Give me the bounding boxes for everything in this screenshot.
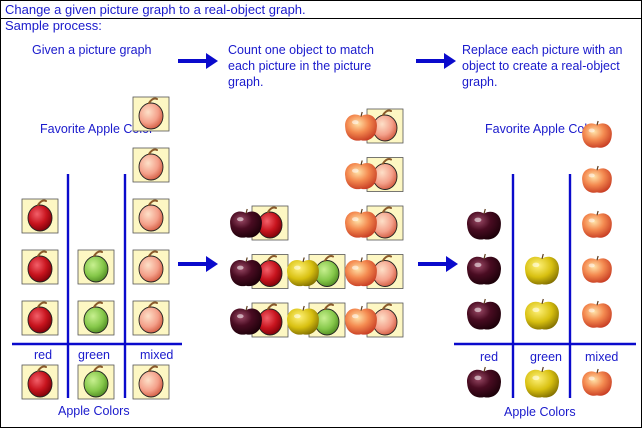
right-mixed-apple-2 bbox=[582, 255, 612, 283]
middle-mixed-apple-2 bbox=[345, 257, 377, 287]
left-graph-xlabel: Apple Colors bbox=[58, 404, 130, 418]
left-mixed-picture-3 bbox=[132, 198, 170, 234]
middle-green-apple-2 bbox=[287, 257, 319, 287]
step-1-text: Given a picture graph bbox=[32, 43, 152, 57]
middle-red-apple-1 bbox=[230, 305, 262, 335]
left-category-green: green bbox=[78, 348, 110, 362]
right-green-apple-2 bbox=[525, 253, 559, 285]
right-mixed-apple-3 bbox=[582, 210, 612, 238]
left-category-mixed: mixed bbox=[140, 348, 174, 362]
left-green-picture-1 bbox=[77, 300, 115, 336]
left-red-picture-2 bbox=[21, 249, 59, 285]
left-green-key-picture bbox=[77, 364, 115, 400]
middle-red-picture-1 bbox=[251, 302, 289, 338]
left-mixed-picture-4 bbox=[132, 147, 170, 183]
right-red-apple-1 bbox=[467, 298, 501, 330]
left-red-key-picture bbox=[21, 364, 59, 400]
arrow-middle-to-right bbox=[418, 256, 458, 272]
left-mixed-picture-1 bbox=[132, 300, 170, 336]
right-category-green: green bbox=[530, 350, 562, 364]
right-red-apple-3 bbox=[467, 208, 501, 240]
left-mixed-picture-5 bbox=[132, 96, 170, 132]
right-red-apple-2 bbox=[467, 253, 501, 285]
middle-mixed-picture-3 bbox=[366, 205, 404, 241]
right-green-apple-1 bbox=[525, 298, 559, 330]
middle-mixed-apple-1 bbox=[345, 305, 377, 335]
right-red-key-apple bbox=[467, 366, 501, 398]
middle-mixed-apple-4 bbox=[345, 160, 377, 190]
left-red-picture-1 bbox=[21, 300, 59, 336]
right-category-mixed: mixed bbox=[585, 350, 619, 364]
left-graph-title: Favorite Apple Color bbox=[40, 122, 154, 136]
right-green-key-apple bbox=[525, 366, 559, 398]
arrow-left-to-middle bbox=[178, 256, 218, 272]
header-title: Change a given picture graph to a real-o… bbox=[0, 0, 642, 19]
arrow-step-2-to-3 bbox=[416, 53, 456, 69]
middle-mixed-apple-5 bbox=[345, 111, 377, 141]
left-mixed-key-picture bbox=[132, 364, 170, 400]
middle-red-apple-2 bbox=[230, 257, 262, 287]
arrow-step-1-to-2 bbox=[178, 53, 218, 69]
middle-green-apple-1 bbox=[287, 305, 319, 335]
step-3-text: Replace each picture with an object to c… bbox=[462, 43, 623, 89]
middle-red-apple-3 bbox=[230, 208, 262, 238]
left-mixed-picture-2 bbox=[132, 249, 170, 285]
subtitle: Sample process: bbox=[5, 18, 102, 33]
step-2-text: Count one object to match each picture i… bbox=[228, 43, 374, 89]
middle-red-picture-3 bbox=[251, 205, 289, 241]
middle-mixed-apple-3 bbox=[345, 208, 377, 238]
right-category-red: red bbox=[480, 350, 499, 364]
right-mixed-apple-4 bbox=[582, 165, 612, 193]
right-mixed-key-apple bbox=[582, 368, 612, 396]
right-graph-title: Favorite Apple Color bbox=[485, 122, 599, 136]
right-mixed-apple-1 bbox=[582, 300, 612, 328]
left-category-red: red bbox=[34, 348, 53, 362]
right-mixed-apple-5 bbox=[582, 120, 612, 148]
left-red-picture-3 bbox=[21, 198, 59, 234]
left-green-picture-2 bbox=[77, 249, 115, 285]
middle-green-picture-1 bbox=[308, 302, 346, 338]
right-graph-xlabel: Apple Colors bbox=[504, 405, 576, 419]
